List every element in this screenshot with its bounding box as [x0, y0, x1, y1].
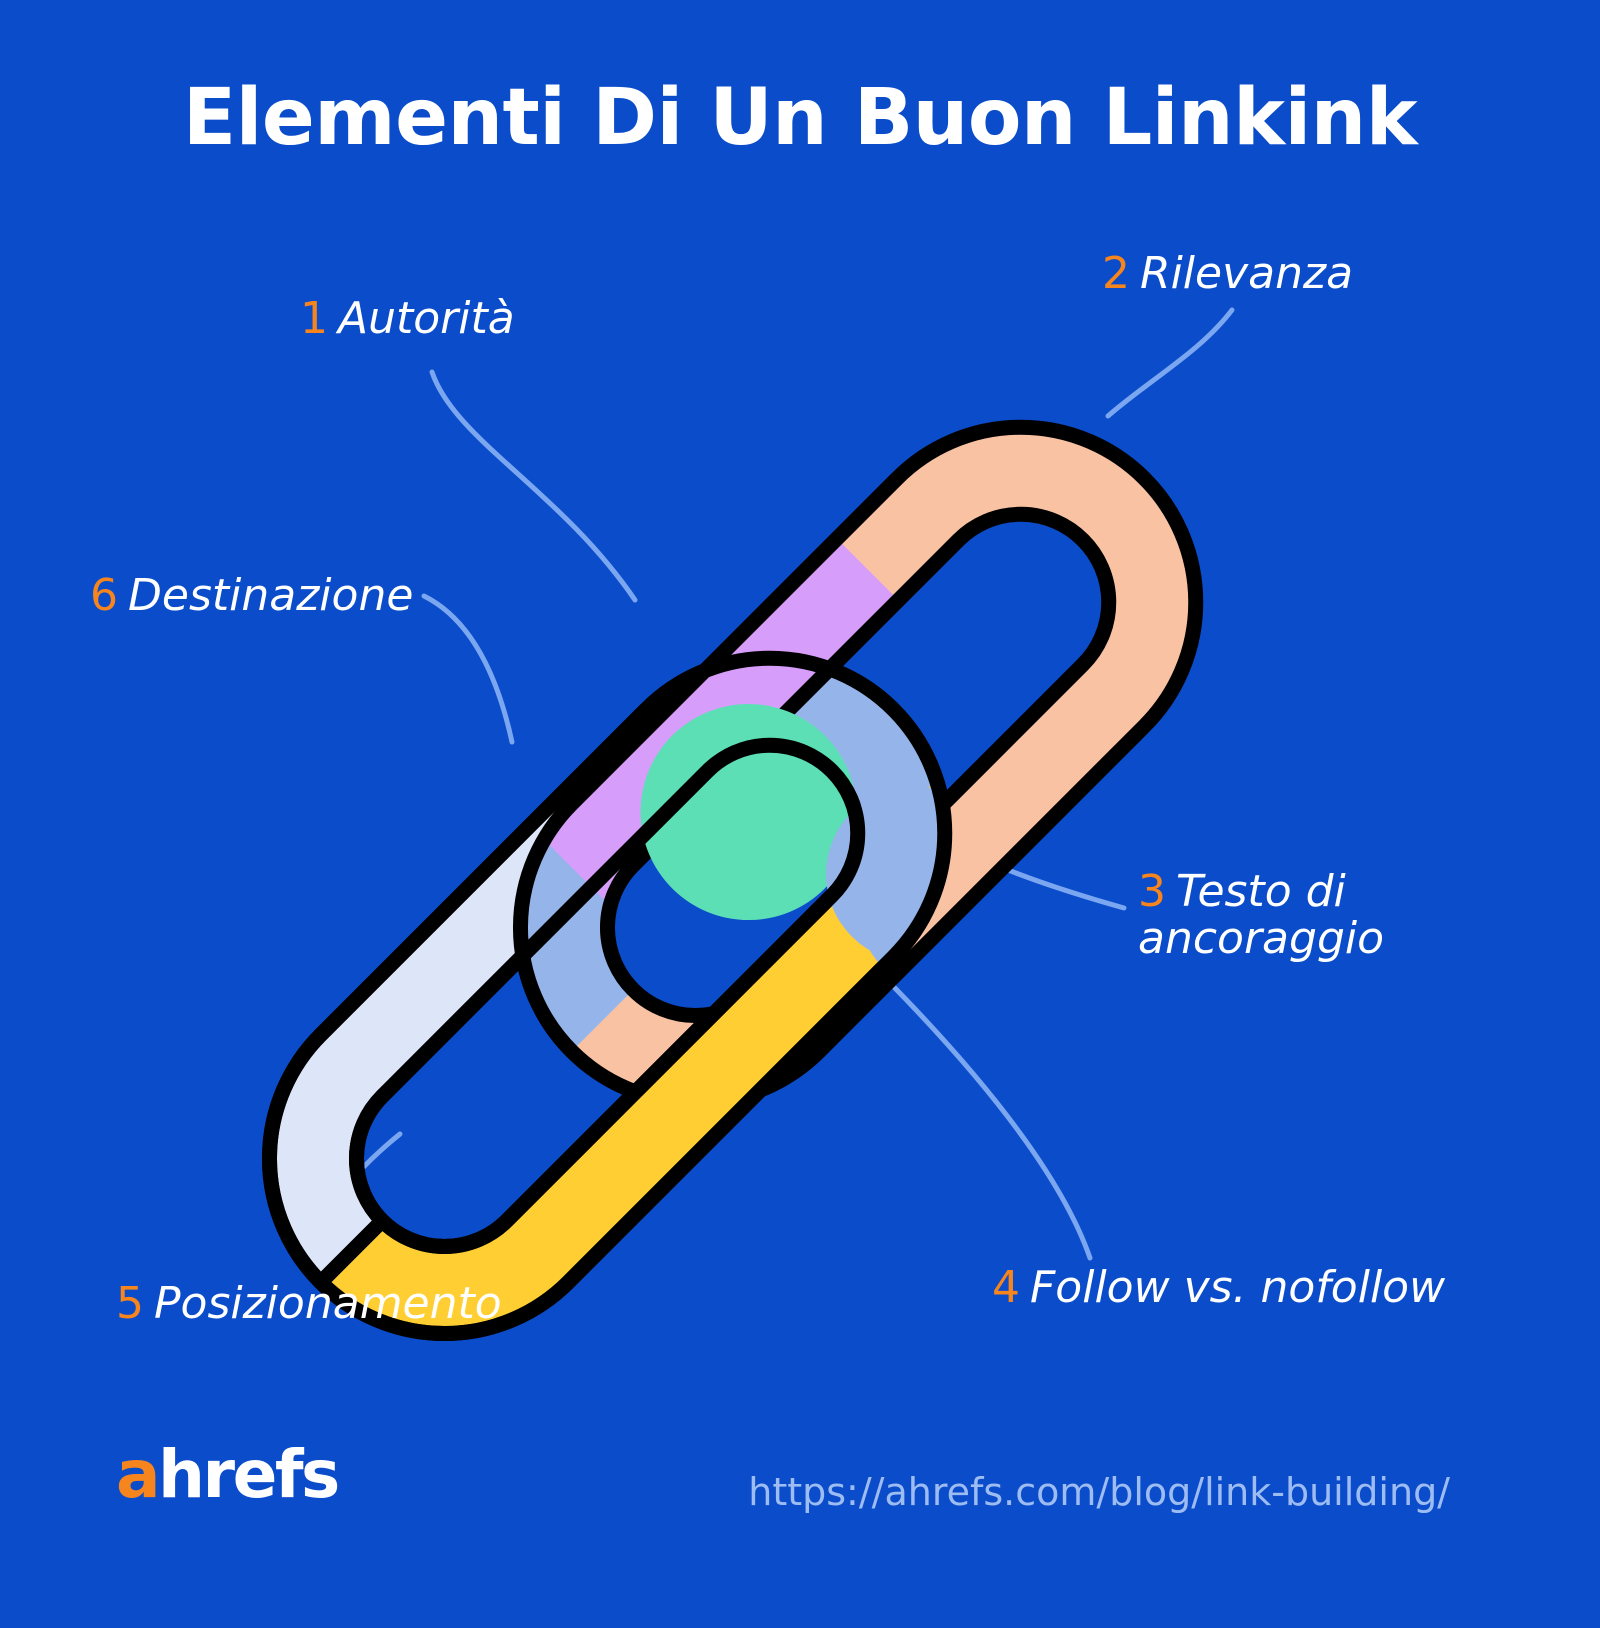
callout-number-6: 6	[90, 570, 118, 621]
callout-text-4: Follow vs. nofollow	[1030, 1262, 1446, 1313]
callout-text-6: Destinazione	[128, 570, 414, 621]
callout-text-5: Posizionamento	[154, 1278, 502, 1329]
ahrefs-logo: ahrefs	[116, 1442, 340, 1508]
callout-number-3: 3	[1138, 866, 1166, 917]
callout-text-1: Autorità	[338, 293, 515, 344]
logo-accent-letter: a	[116, 1436, 161, 1513]
footer-url: https://ahrefs.com/blog/link-building/	[748, 1470, 1450, 1514]
callout-number-4: 4	[992, 1262, 1020, 1313]
callout-text-2: Rilevanza	[1140, 248, 1354, 299]
callout-text-3: Testo di ancoraggio	[1138, 866, 1385, 964]
callout-number-1: 1	[300, 293, 328, 344]
logo-wordmark: hrefs	[158, 1436, 340, 1513]
callout-number-5: 5	[116, 1278, 144, 1329]
callout-number-2: 2	[1102, 248, 1130, 299]
